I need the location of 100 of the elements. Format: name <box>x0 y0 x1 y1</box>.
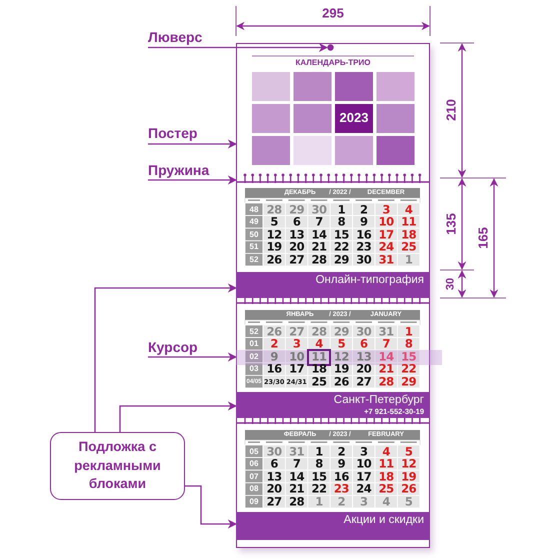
day-number: 10 <box>289 351 304 363</box>
day-number: 14 <box>312 229 326 241</box>
callout-box: Подложка с рекламными блоками <box>50 432 185 500</box>
day-number: 28 <box>378 376 394 388</box>
week-number: 06 <box>250 460 258 468</box>
day-number: 18 <box>401 229 416 241</box>
day-number: 8 <box>404 338 412 350</box>
spiral-spring <box>236 172 430 186</box>
day-number: 5 <box>338 338 346 350</box>
day-number: 4 <box>315 338 323 350</box>
day-number: 1 <box>315 496 323 508</box>
day-number: 22 <box>401 364 416 376</box>
day-number: 2 <box>270 338 278 350</box>
day-number: 23 <box>356 242 372 254</box>
day-number: 2 <box>360 204 368 216</box>
day-number: 23 <box>334 484 349 496</box>
day-number: 3 <box>382 204 390 216</box>
day-number: 16 <box>356 229 372 241</box>
day-number: 1 <box>404 326 412 338</box>
day-number: 31 <box>378 254 394 266</box>
week-number: 52 <box>250 256 258 264</box>
day-number: 26 <box>401 484 416 496</box>
day-number: 13 <box>356 351 372 363</box>
week-number: 49 <box>250 218 258 226</box>
day-number: 25 <box>312 376 326 388</box>
week-number: 03 <box>250 365 258 374</box>
day-number: 21 <box>378 364 394 376</box>
day-number: 9 <box>360 216 368 228</box>
dimension-value: 210 <box>444 99 458 121</box>
day-number: 26 <box>266 254 282 266</box>
day-number: 13 <box>289 229 304 241</box>
day-number: 8 <box>338 216 346 228</box>
week-number: 08 <box>250 485 258 494</box>
day-number: 3 <box>292 338 300 350</box>
day-number: 28 <box>266 204 282 216</box>
day-number: 12 <box>401 458 416 470</box>
day-number: 26 <box>334 376 349 388</box>
day-number: 8 <box>315 458 323 470</box>
day-number: 12 <box>266 229 282 241</box>
day-number: 14 <box>289 471 304 483</box>
day-number: 1 <box>404 254 412 266</box>
day-number: 1 <box>315 446 323 458</box>
day-number: 27 <box>266 496 282 508</box>
day-number: 27 <box>289 254 304 266</box>
week-number: 09 <box>250 498 258 506</box>
week-number: 02 <box>250 352 258 361</box>
week-number: 01 <box>250 340 258 348</box>
ad-strip <box>236 272 430 298</box>
day-number: 5 <box>404 496 412 508</box>
day-number: 15 <box>334 229 349 241</box>
day-number: 15 <box>401 351 416 363</box>
day-number: 28 <box>312 254 326 266</box>
day-number: 11 <box>401 216 416 228</box>
day-number: 13 <box>266 471 282 483</box>
day-number: 30 <box>356 254 372 266</box>
year-text: 2023 <box>338 111 370 124</box>
day-number: 18 <box>378 471 394 483</box>
day-number: 9 <box>270 351 278 363</box>
day-number: 25 <box>378 484 394 496</box>
week-number: 52 <box>250 328 258 336</box>
callout-label: Постер <box>148 124 223 144</box>
day-number: 11 <box>312 351 326 363</box>
dimension-value: 30 <box>446 278 456 290</box>
day-number: 11 <box>378 458 394 470</box>
day-number: 6 <box>270 458 278 470</box>
day-number: 2 <box>338 446 346 458</box>
ad-strip <box>236 512 430 540</box>
callout-label: Пружина <box>148 161 228 180</box>
day-number: 28 <box>289 496 304 508</box>
day-number: 17 <box>289 364 304 376</box>
day-number: 4 <box>404 204 412 216</box>
ad-text: Онлайн-типография <box>316 275 424 286</box>
day-number: 4 <box>382 496 390 508</box>
grommet-hole <box>327 44 334 51</box>
cursor-band <box>236 350 442 365</box>
day-number: 16 <box>334 471 349 483</box>
day-number: 30 <box>266 446 282 458</box>
day-number: 4 <box>382 446 390 458</box>
day-number: 10 <box>378 216 394 228</box>
day-number: 29 <box>334 254 349 266</box>
day-number: 18 <box>312 364 326 376</box>
day-number: 20 <box>289 242 304 254</box>
day-number: 1 <box>338 204 346 216</box>
day-number: 20 <box>356 364 372 376</box>
day-number: 19 <box>401 471 416 483</box>
day-number: 17 <box>378 229 394 241</box>
week-number: 50 <box>250 230 258 239</box>
dimension-value: 295 <box>322 6 344 20</box>
day-number: 7 <box>315 216 323 228</box>
day-number: 19 <box>266 242 282 254</box>
week-number: 05 <box>250 448 258 456</box>
week-number: 48 <box>250 206 258 214</box>
callout-label: Люверс <box>148 28 223 48</box>
day-number: 12 <box>334 351 349 363</box>
dimension-value: 135 <box>444 213 458 235</box>
day-number: 21 <box>312 242 326 254</box>
day-number: 31 <box>289 446 304 458</box>
day-number: 7 <box>382 338 390 350</box>
day-number: 19 <box>334 364 349 376</box>
leader-arrow <box>94 283 237 432</box>
